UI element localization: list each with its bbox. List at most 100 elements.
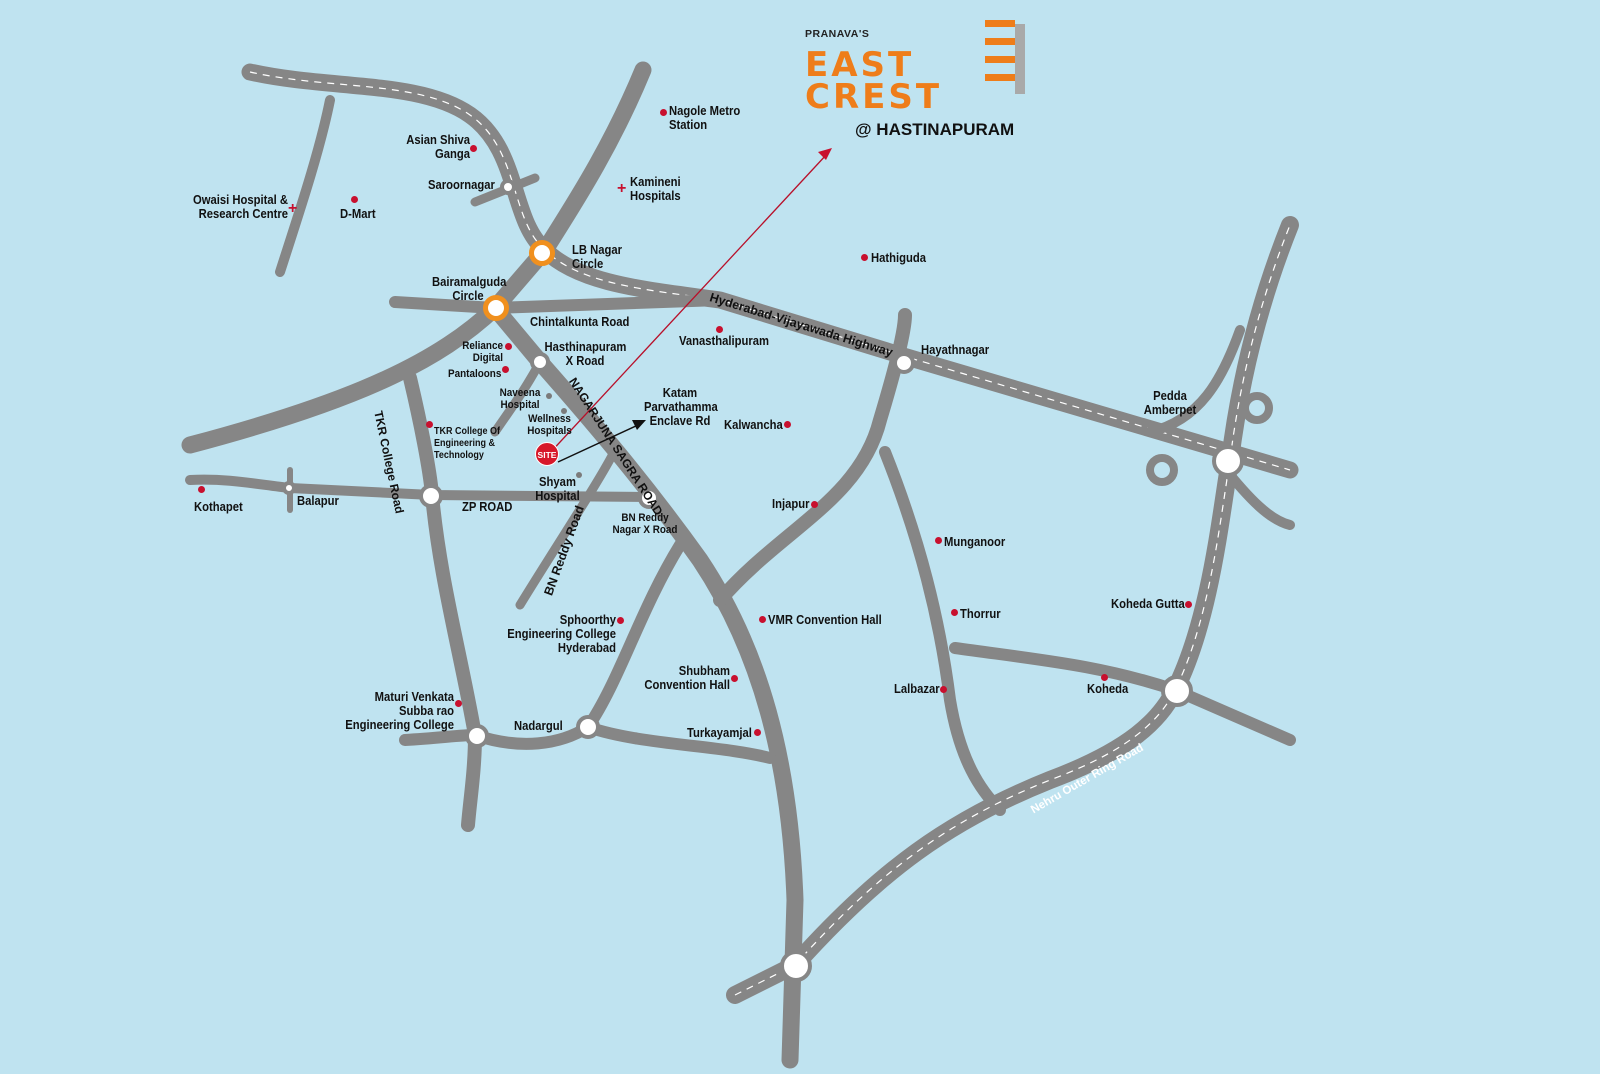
- balapur-node: [282, 481, 296, 495]
- place-dot-koheda: [1101, 674, 1108, 681]
- place-dot-nagole: [660, 109, 667, 116]
- brand-developer: PRANAVA'S: [805, 28, 870, 40]
- label-saroornagar: Saroornagar: [428, 178, 495, 192]
- orr-south-node: [780, 950, 812, 982]
- label-pedda-amberpet-text: Pedda Amberpet: [1143, 389, 1197, 417]
- label-naveena-text: Naveena Hospital: [499, 387, 541, 411]
- label-vanasthalipuram: Vanasthalipuram: [679, 334, 770, 348]
- label-injapur: Injapur: [772, 497, 810, 511]
- place-dot-thorrur: [951, 609, 958, 616]
- label-koheda-gutta: Koheda Gutta: [1111, 597, 1185, 611]
- brand-location: @ HASTINAPURAM: [855, 120, 1015, 139]
- label-shyam-text: Shyam Hospital: [535, 475, 580, 503]
- saroornagar-node: [500, 179, 516, 195]
- road-label-katam-text: Katam Parvathamma Enclave Rd: [644, 386, 718, 428]
- bn-reddy-x-node: [638, 487, 660, 509]
- nadargul-node: [465, 724, 489, 748]
- label-lalbazar: Lalbazar: [894, 682, 940, 696]
- label-lb-nagar-text: LB Nagar Circle: [572, 243, 623, 271]
- place-dot-munganoor: [935, 537, 942, 544]
- label-balapur: Balapur: [297, 494, 339, 508]
- label-sphoorthy: Sphoorthy Engineering College Hyderabad: [492, 613, 616, 655]
- label-hasthinapuram-x-text: Hasthinapuram X Road: [544, 340, 627, 368]
- label-shyam: Shyam Hospital: [533, 475, 583, 503]
- road-label-katam: Katam Parvathamma Enclave Rd: [644, 386, 718, 428]
- place-dot-kalwancha: [784, 421, 791, 428]
- place-dot-pantaloons: [502, 366, 509, 373]
- label-nagole-text: Nagole Metro Station: [669, 104, 741, 132]
- label-kothapet: Kothapet: [194, 500, 243, 514]
- label-lb-nagar: LB Nagar Circle: [572, 243, 626, 271]
- label-shubham: Shubham Convention Hall: [640, 664, 730, 692]
- brand-line1: EAST: [805, 45, 915, 85]
- label-asian: Asian Shiva Ganga: [394, 133, 470, 161]
- label-koheda: Koheda: [1087, 682, 1129, 696]
- label-nagole: Nagole Metro Station: [669, 104, 741, 132]
- place-dot-lalbazar: [940, 686, 947, 693]
- road-label-zp: ZP ROAD: [462, 500, 513, 514]
- road-label-chintalkunta: Chintalkunta Road: [530, 315, 630, 329]
- hasthinapuram-x-node: [530, 352, 550, 372]
- label-turkayamjal: Turkayamjal: [687, 726, 752, 740]
- hospital-cross-icon-owaisi: +: [288, 200, 298, 217]
- label-pantaloons: Pantaloons: [448, 368, 502, 380]
- nadargul-east-node: [576, 715, 600, 739]
- place-dot-asian: [470, 145, 477, 152]
- place-dot-kothapet: [198, 486, 205, 493]
- label-wellness: Wellness Hospitals: [525, 413, 575, 437]
- label-tkr-college-text: TKR College Of Engineering & Technology: [434, 426, 501, 461]
- place-dot-shyam: [576, 472, 582, 478]
- place-dot-vmr: [759, 616, 766, 623]
- label-bn-reddy-x: BN Reddy Nagar X Road: [609, 512, 681, 536]
- label-owaisi: Owaisi Hospital & Research Centre: [191, 193, 288, 221]
- pedda-amberpet-node: [1212, 445, 1244, 477]
- place-dot-maturi: [455, 700, 462, 707]
- label-hathiguda: Hathiguda: [871, 251, 926, 265]
- label-naveena: Naveena Hospital: [498, 387, 543, 411]
- label-nadargul: Nadargul: [514, 719, 563, 733]
- label-shubham-text: Shubham Convention Hall: [644, 664, 730, 692]
- site-marker[interactable]: SITE: [535, 442, 559, 466]
- label-bairamalguda: Bairamalguda Circle: [432, 275, 507, 303]
- place-dot-wellness: [561, 408, 567, 414]
- label-asian-text: Asian Shiva Ganga: [406, 133, 470, 161]
- koheda-node: [1161, 675, 1193, 707]
- label-sphoorthy-text: Sphoorthy Engineering College Hyderabad: [507, 613, 616, 655]
- place-dot-injapur: [811, 501, 818, 508]
- label-kamineni-text: Kamineni Hospitals: [630, 175, 681, 203]
- label-bairamalguda-text: Bairamalguda Circle: [432, 275, 507, 303]
- place-dot-sphoorthy: [617, 617, 624, 624]
- place-dot-koheda-gutta: [1185, 601, 1192, 608]
- place-dot-reliance: [505, 343, 512, 350]
- place-dot-vanasthalipuram: [716, 326, 723, 333]
- place-dot-turkayamjal: [754, 729, 761, 736]
- label-maturi-text: Maturi Venkata Subba rao Engineering Col…: [345, 690, 454, 732]
- tkr-zp-node: [419, 484, 443, 508]
- lb-nagar-circle-node: [529, 240, 555, 266]
- label-owaisi-text: Owaisi Hospital & Research Centre: [192, 193, 288, 221]
- label-pedda-amberpet: Pedda Amberpet: [1143, 389, 1197, 417]
- label-kalwancha: Kalwancha: [724, 418, 783, 432]
- label-hayathnagar: Hayathnagar: [921, 343, 990, 357]
- place-dot-hathiguda: [861, 254, 868, 261]
- label-munganoor: Munganoor: [944, 535, 1006, 549]
- brand-line2: CREST: [805, 77, 943, 117]
- label-kamineni: Kamineni Hospitals: [630, 175, 684, 203]
- place-dot-dmart: [351, 196, 358, 203]
- label-maturi: Maturi Venkata Subba rao Engineering Col…: [342, 690, 454, 732]
- label-thorrur: Thorrur: [960, 607, 1001, 621]
- hospital-cross-icon-kamineni: +: [617, 180, 627, 197]
- place-dot-tkr-college: [426, 421, 433, 428]
- label-reliance: Reliance Digital: [451, 340, 503, 364]
- label-hasthinapuram-x: Hasthinapuram X Road: [544, 340, 627, 368]
- bairamalguda-circle-node: [483, 295, 509, 321]
- label-wellness-text: Wellness Hospitals: [527, 413, 572, 437]
- label-dmart: D-Mart: [340, 207, 376, 221]
- label-tkr-college: TKR College Of Engineering & Technology: [434, 426, 506, 462]
- hayathnagar-node: [893, 352, 915, 374]
- building-stripes-icon: [985, 18, 1029, 106]
- place-dot-naveena: [546, 393, 552, 399]
- label-reliance-text: Reliance Digital: [462, 340, 503, 364]
- label-vmr: VMR Convention Hall: [768, 613, 882, 627]
